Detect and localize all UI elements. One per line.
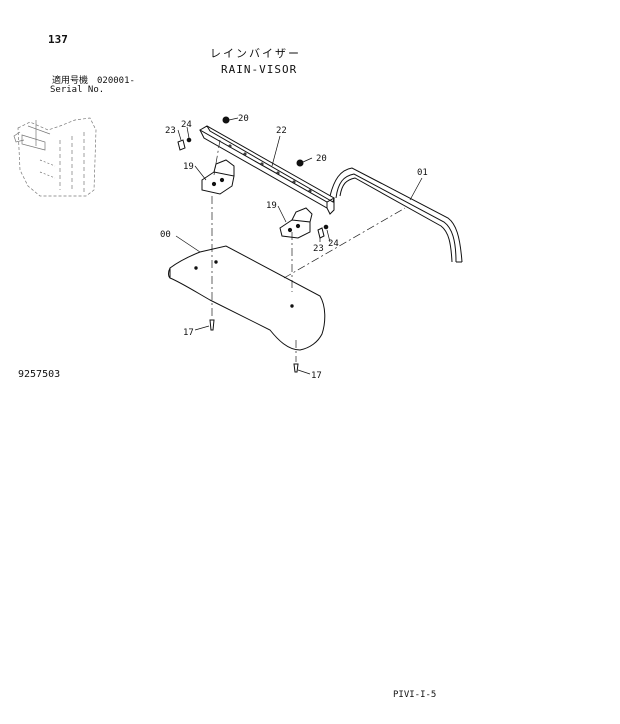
nut-20b [296,159,304,167]
serial-range: 020001- [97,76,135,86]
machine-thumbnail [13,117,97,197]
weather-strip [329,167,463,263]
callout-24b: 24 [328,239,339,249]
callout-22: 22 [276,126,287,136]
title-japanese: レインバイザー [210,47,301,60]
screw-17b [293,363,299,373]
screw-17a [209,319,215,331]
callout-23b: 23 [313,244,324,254]
callout-20a: 20 [238,114,249,124]
nut-20a [222,116,230,124]
callout-00: 00 [160,230,171,240]
leader-lines [175,117,423,375]
serial-label-english: Serial No. [50,85,105,95]
callout-19b: 19 [266,201,277,211]
alignment-lines [211,139,406,362]
callouts: 00 01 17 17 19 19 20 20 22 23 23 24 24 [160,114,428,381]
title-english: RAIN-VISOR [221,63,298,76]
callout-19a: 19 [183,162,194,172]
callout-17b: 17 [311,371,322,381]
hardware [177,116,329,373]
callout-01: 01 [417,168,428,178]
page-code: PIVI-I-5 [393,690,437,700]
callout-24a: 24 [181,120,192,130]
washer-24a [186,137,192,143]
mounting-bracket-left [201,159,235,195]
washer-24b [323,224,329,230]
serial-label-japanese: 適用号機 [52,76,89,86]
page-number: 137 [48,33,68,46]
callout-20b: 20 [316,154,327,164]
mounting-bracket-right [279,207,313,239]
drawing-number: 9257503 [18,369,61,380]
callout-17a: 17 [183,328,194,338]
bolt-23a [177,139,186,151]
callout-23a: 23 [165,126,176,136]
bolt-23b [317,227,325,239]
bracket-rail [198,125,336,215]
